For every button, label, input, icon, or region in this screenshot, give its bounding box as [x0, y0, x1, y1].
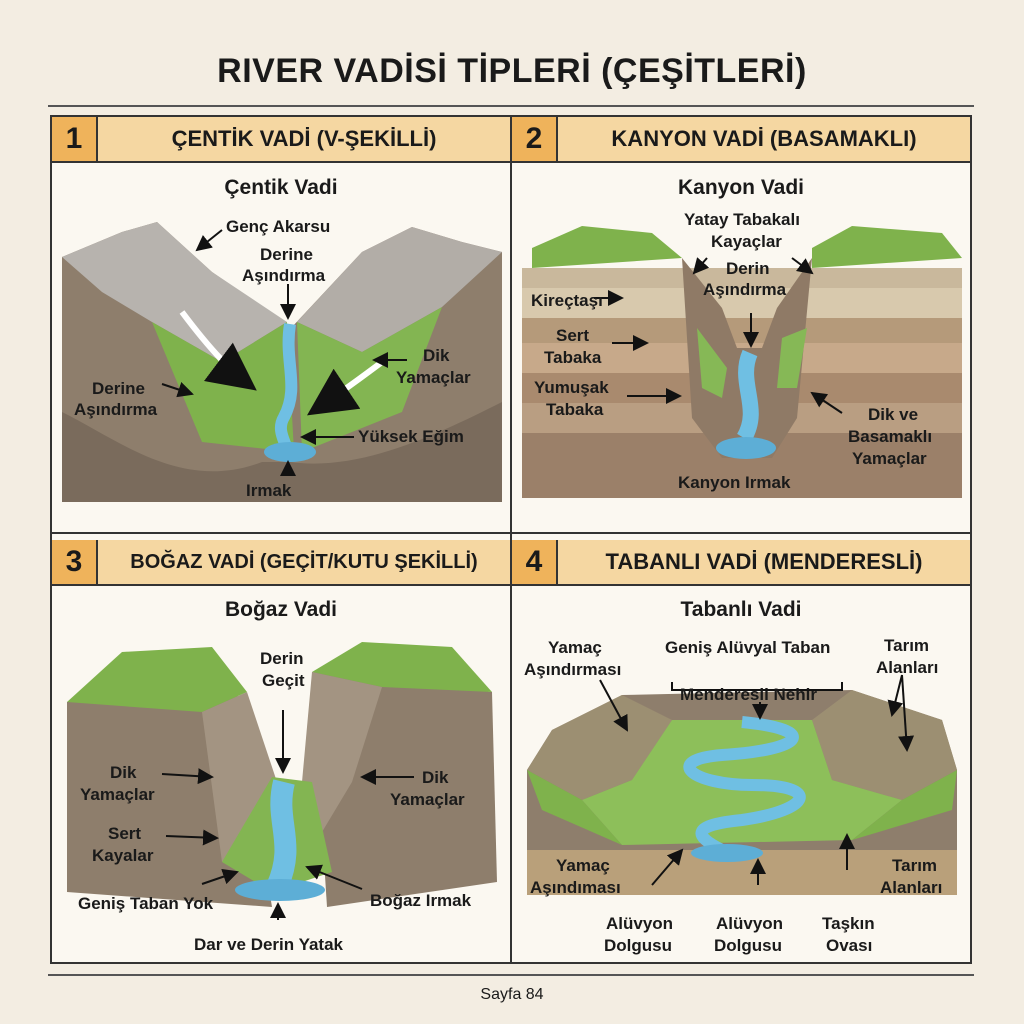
v-valley-illustration [62, 222, 502, 502]
panel-3-subtitle: Boğaz Vadi [224, 598, 338, 621]
label-irmak: Irmak [246, 481, 292, 500]
label-derine-left: Derine [92, 379, 145, 398]
label-gecit: Geçit [262, 671, 305, 690]
label-sert-3: Sert [108, 824, 142, 843]
label-asindirma-left: Aşındırma [74, 400, 158, 419]
label-tabaka-1: Tabaka [544, 348, 602, 367]
panel-divider-horizontal [50, 532, 972, 534]
page-number: Sayfa 84 [480, 986, 544, 1003]
panel-1-title: ÇENTİK VADİ (V-ŞEKİLLİ) [171, 126, 437, 151]
label-tabaka-2: Tabaka [546, 400, 604, 419]
panel-1-number: 1 [52, 117, 98, 161]
label-yuksek-egim: Yüksek Eğim [358, 427, 464, 446]
label-sert: Sert [556, 326, 590, 345]
label-dik-right: Dik [422, 768, 449, 787]
label-yamac-2: Yamaç [556, 856, 610, 875]
panel-4-header: 4 TABANLI VADİ (MENDERESLİ) [512, 540, 970, 586]
label-yatay-tabakali: Yatay Tabakalı [684, 210, 800, 229]
label-asindirma-top: Aşındırma [242, 266, 326, 285]
label-bogaz-irmak: Boğaz Irmak [370, 891, 472, 910]
label-dik-ve: Dik ve [868, 405, 919, 424]
panel-2-header: 2 KANYON VADİ (BASAMAKLI) [512, 117, 970, 163]
label-derin-3: Derin [260, 649, 304, 668]
label-dik: Dik [423, 346, 450, 365]
label-yamaclar-right: Yamaçlar [390, 790, 465, 809]
label-yamac-1: Yamaç [548, 638, 602, 657]
label-yamaclar: Yamaçlar [396, 368, 471, 387]
label-dolgusu-1: Dolgusu [604, 936, 672, 955]
label-kanyon-irmak: Kanyon Irmak [678, 473, 791, 492]
panel-1-subtitle: Çentik Vadi [224, 176, 338, 199]
label-menderesli-nehir: Menderesli Nehir [680, 685, 817, 704]
page-title: RIVER VADİSİ TİPLERİ (ÇEŞİTLERİ) [217, 52, 807, 90]
panel-4-number: 4 [512, 540, 558, 584]
panel-4-subtitle: Tabanlı Vadi [680, 598, 802, 621]
panel-3-number: 3 [52, 540, 98, 584]
panel-divider-vertical [510, 115, 512, 964]
canyon-illustration [522, 226, 962, 498]
label-genis-taban-yok: Geniş Taban Yok [78, 894, 214, 913]
label-yumusak: Yumuşak [534, 378, 609, 397]
panel-2-number: 2 [512, 117, 558, 161]
panel-3-header: 3 BOĞAZ VADİ (GEÇİT/KUTU ŞEKİLLİ) [52, 540, 510, 586]
label-asindirma: Aşındırma [703, 280, 787, 299]
label-yamaclar-left: Yamaçlar [80, 785, 155, 804]
label-basamakli: Basamaklı [848, 427, 933, 446]
label-tarim-1: Tarım [884, 636, 930, 655]
label-asindirmasi: Aşındırması [524, 660, 622, 679]
panel-2-title: KANYON VADİ (BASAMAKLI) [611, 126, 917, 151]
bottom-rule [48, 974, 974, 976]
panel-1-header: 1 ÇENTİK VADİ (V-ŞEKİLLİ) [52, 117, 510, 163]
label-kayalar: Kayalar [92, 846, 154, 865]
label-dar-ve-derin-yatak: Dar ve Derin Yatak [194, 935, 343, 954]
label-taskin: Taşkın [822, 914, 875, 933]
label-dolgusu-2: Dolgusu [714, 936, 782, 955]
floodplain-valley-illustration [527, 674, 957, 895]
label-kayaclar: Kayaçlar [711, 232, 782, 251]
label-tarim-2: Tarım [892, 856, 938, 875]
label-asindimasi: Aşındıması [530, 878, 621, 897]
label-genis-aluvyal-taban: Geniş Alüvyal Taban [665, 638, 831, 657]
label-ovasi: Ovası [826, 936, 873, 955]
label-derin: Derin [726, 259, 770, 278]
label-dik-left: Dik [110, 763, 137, 782]
label-aluvyon-1: Alüvyon [606, 914, 674, 933]
top-rule [48, 105, 974, 107]
label-genc-akarsu: Genç Akarsu [226, 217, 331, 236]
panel-2-subtitle: Kanyon Vadi [677, 176, 805, 199]
panel-4-title: TABANLI VADİ (MENDERESLİ) [605, 549, 923, 574]
label-derine-top: Derine [260, 245, 313, 264]
panel-3-title: BOĞAZ VADİ (GEÇİT/KUTU ŞEKİLLİ) [130, 550, 478, 573]
label-aluvyon-2: Alüvyon [716, 914, 784, 933]
label-kirectasi: Kireçtaşı [531, 291, 603, 310]
label-yamaclar-2: Yamaçlar [852, 449, 927, 468]
gorge-illustration [67, 642, 497, 920]
label-alanlari-1: Alanları [876, 658, 939, 677]
label-alanlari-2: Alanları [880, 878, 943, 897]
